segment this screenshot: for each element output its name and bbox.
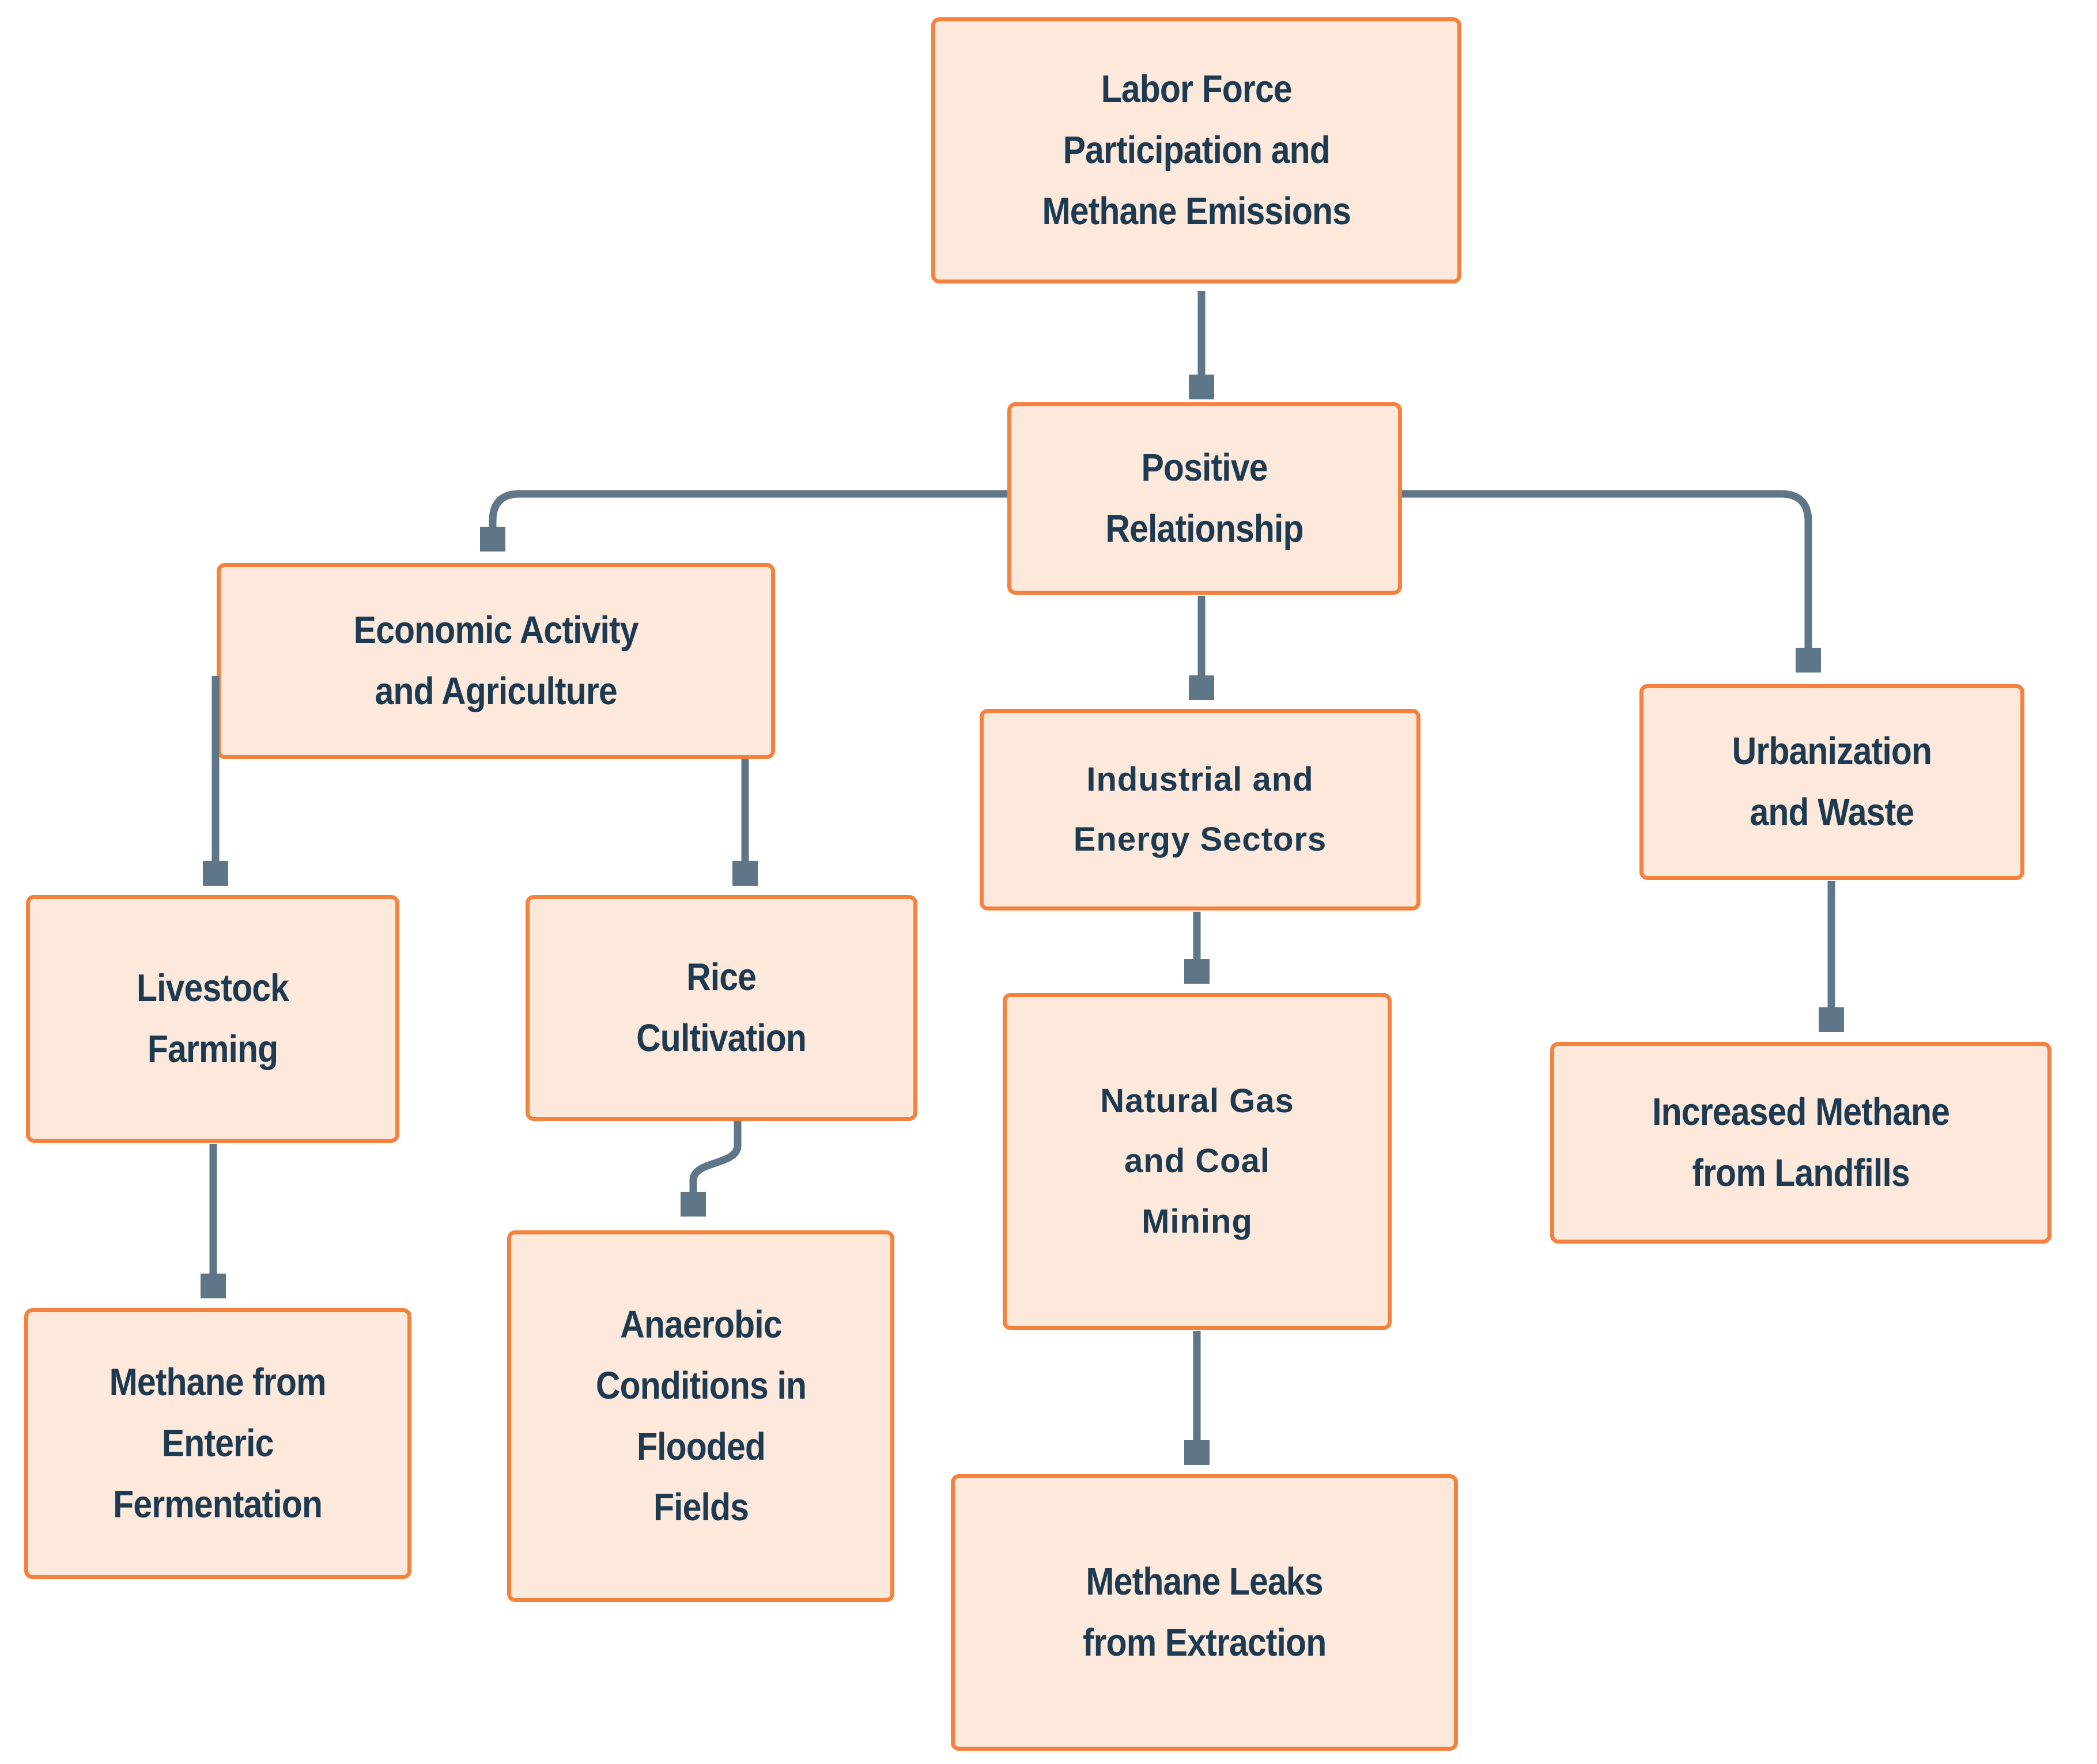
node-labor-force-participation: Labor Force Participation and Methane Em…: [931, 17, 1461, 284]
node-label: Methane from Enteric Fermentation: [109, 1361, 327, 1526]
node-natural-gas-coal-mining: Natural Gas and Coal Mining: [1003, 993, 1392, 1330]
node-anaerobic-conditions-flooded-fields: Anaerobic Conditions in Flooded Fields: [507, 1230, 894, 1602]
node-methane-enteric-fermentation: Methane from Enteric Fermentation: [24, 1308, 411, 1579]
node-label: Livestock Farming: [136, 966, 289, 1071]
node-label: Economic Activity and Agriculture: [353, 609, 639, 713]
node-label: Rice Cultivation: [636, 955, 807, 1060]
node-urbanization-waste: Urbanization and Waste: [1639, 684, 2024, 880]
edge-positive-to-urban: [1402, 490, 1808, 664]
node-economic-activity-agriculture: Economic Activity and Agriculture: [217, 563, 775, 759]
node-livestock-farming: Livestock Farming: [26, 895, 399, 1143]
node-positive-relationship: Positive Relationship: [1007, 402, 1402, 595]
node-rice-cultivation: Rice Cultivation: [526, 895, 917, 1121]
node-label: Positive Relationship: [1105, 446, 1304, 550]
node-label: Urbanization and Waste: [1732, 730, 1932, 834]
node-increased-methane-landfills: Increased Methane from Landfills: [1550, 1042, 2051, 1244]
node-label: Natural Gas and Coal Mining: [1100, 1082, 1294, 1240]
node-label: Labor Force Participation and Methane Em…: [1042, 67, 1351, 233]
node-label: Methane Leaks from Extraction: [1082, 1560, 1327, 1664]
node-label: Increased Methane from Landfills: [1652, 1090, 1950, 1195]
edge-rice-to-anaerobic: [693, 1121, 742, 1208]
node-methane-leaks-extraction: Methane Leaks from Extraction: [951, 1474, 1458, 1751]
node-label: Anaerobic Conditions in Flooded Fields: [595, 1302, 806, 1529]
node-industrial-energy-sectors: Industrial and Energy Sectors: [980, 709, 1420, 911]
node-label: Industrial and Energy Sectors: [1073, 760, 1327, 858]
edge-positive-to-econ: [493, 490, 1007, 543]
